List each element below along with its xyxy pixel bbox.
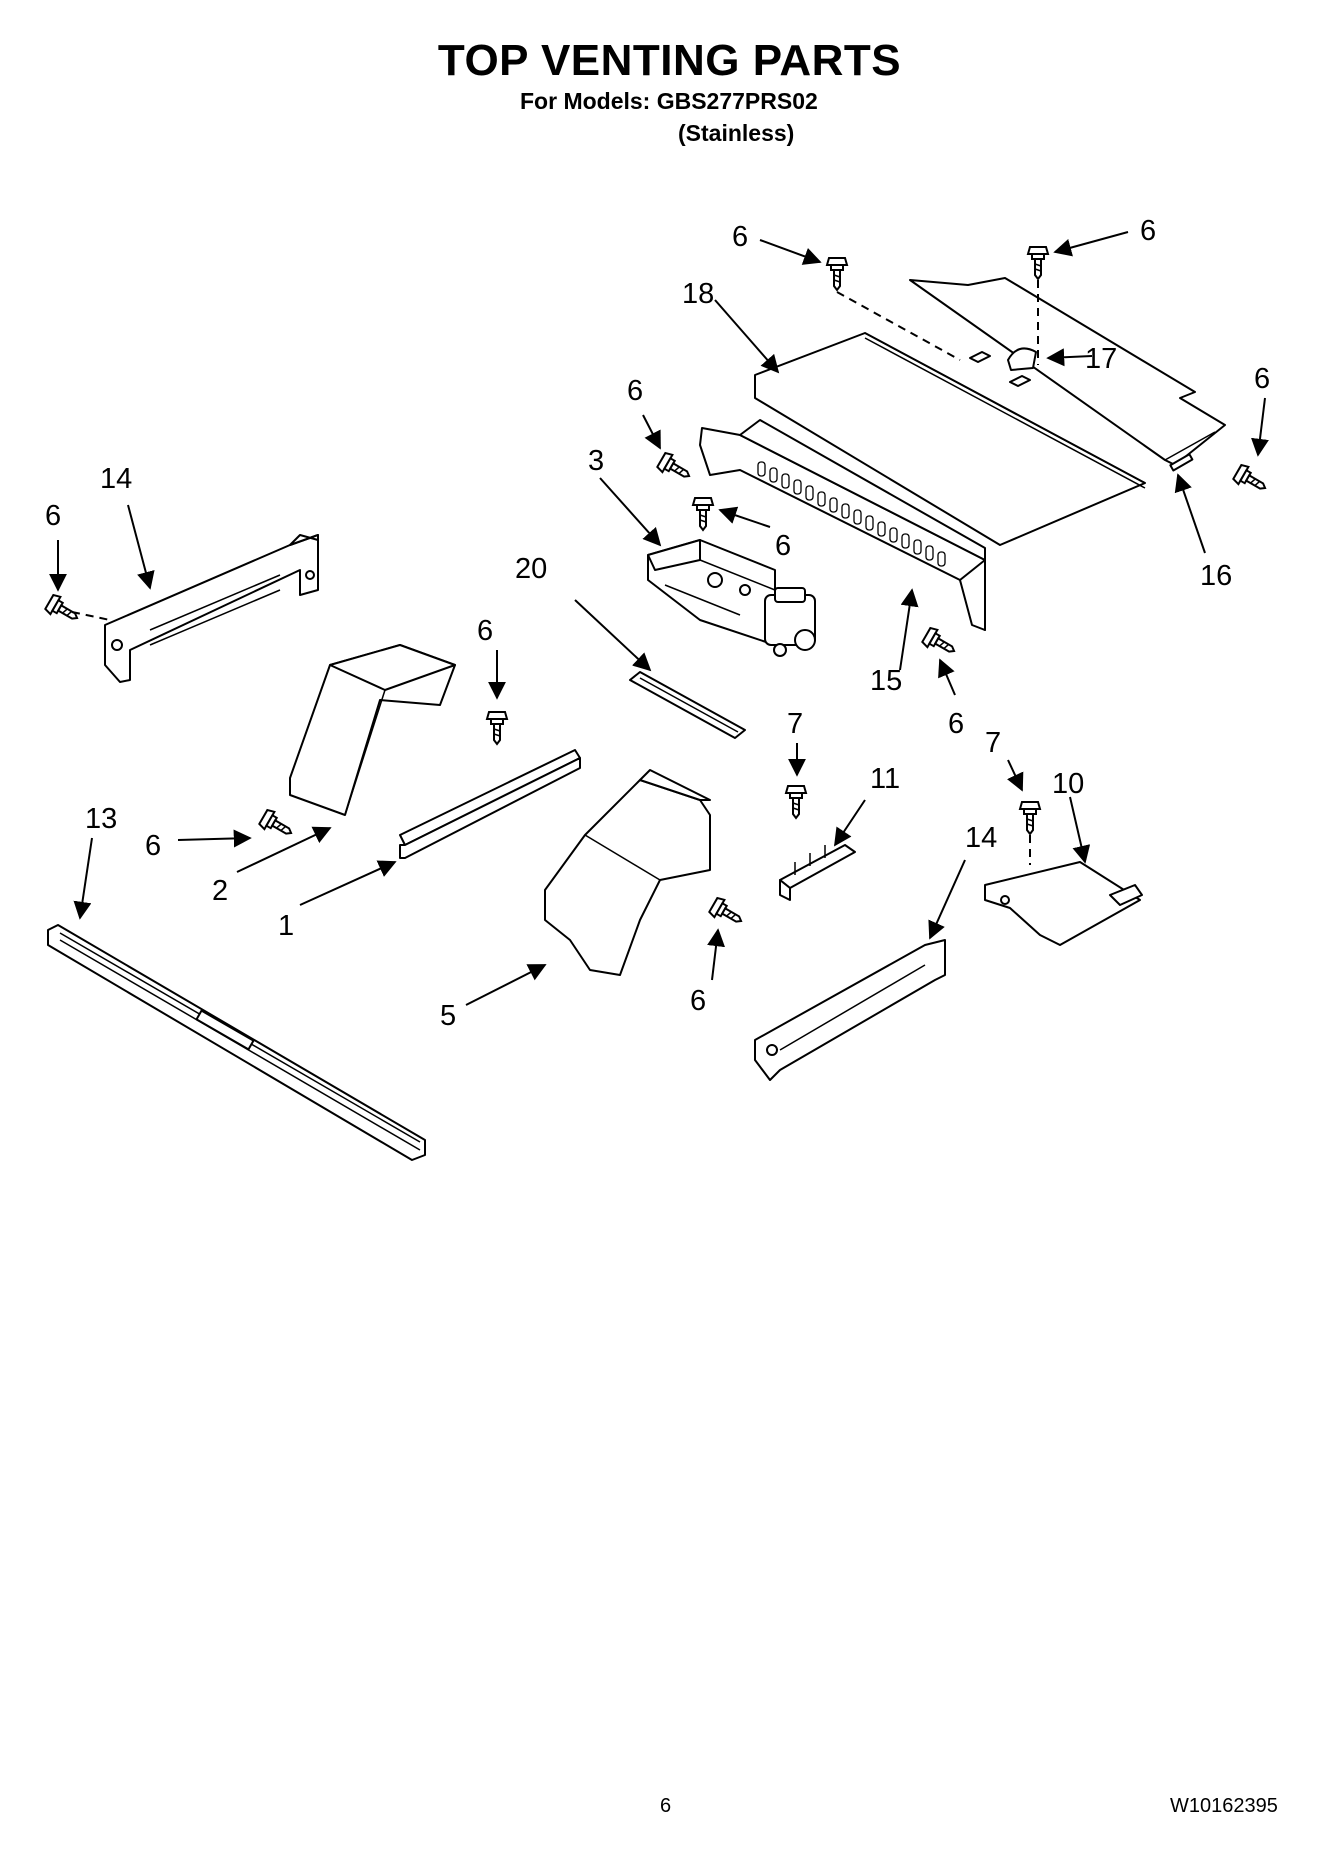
baffle-2 — [289, 644, 456, 816]
callout-6: 6 — [145, 830, 161, 862]
model-variant: (Stainless) — [678, 120, 795, 146]
air-deflector-5 — [544, 769, 711, 976]
callout-5: 5 — [440, 1000, 456, 1032]
callout-17: 17 — [1085, 343, 1117, 375]
leader-arrows — [49, 231, 1269, 1006]
page-title: TOP VENTING PARTS — [437, 36, 902, 85]
callout-6: 6 — [477, 615, 493, 647]
front-trim-13 — [47, 924, 426, 1161]
screw-6-g — [486, 711, 508, 745]
callout-6: 6 — [627, 375, 643, 407]
vent-cover-18 — [754, 332, 1146, 546]
callout-6: 6 — [732, 221, 748, 253]
model-subtitle: For Models: GBS277PRS02 — [520, 88, 818, 114]
callout-6: 6 — [45, 500, 61, 532]
side-bracket-14-left — [104, 534, 319, 683]
callout-7: 7 — [787, 708, 803, 740]
callout-6: 6 — [690, 985, 706, 1017]
callout-6: 6 — [1140, 215, 1156, 247]
screw-6-a — [826, 257, 848, 291]
screw-6-b — [1027, 246, 1049, 280]
rear-vent-panel-16 — [909, 277, 1226, 472]
callout-6: 6 — [948, 708, 964, 740]
callout-18: 18 — [682, 278, 714, 310]
callout-6: 6 — [1254, 363, 1270, 395]
screw-6-j — [707, 895, 748, 931]
callout-10: 10 — [1052, 768, 1084, 800]
callout-7: 7 — [985, 727, 1001, 759]
callout-labels: 6 6 6 18 17 16 6 3 6 6 14 20 6 15 6 7 11… — [45, 215, 1270, 1032]
callout-16: 16 — [1200, 560, 1232, 592]
callout-1: 1 — [278, 910, 294, 942]
vent-duct-15 — [699, 419, 986, 631]
callout-13: 13 — [85, 803, 117, 835]
screw-6-e — [692, 497, 714, 531]
screw-6-d — [655, 450, 696, 486]
channel-1 — [399, 749, 581, 859]
screw-6-h — [257, 807, 298, 843]
side-bracket-14-right — [754, 939, 946, 1081]
screw-6-i — [920, 625, 961, 661]
document-number: W10162395 — [1170, 1795, 1278, 1817]
assembly-dash-lines — [71, 280, 1039, 865]
callout-20: 20 — [515, 553, 547, 585]
bracket-plate-10 — [984, 861, 1143, 946]
screw-6-f — [43, 592, 84, 628]
callout-14: 14 — [965, 822, 997, 854]
screw-7-b — [1019, 801, 1041, 835]
clip-17 — [1007, 347, 1037, 371]
page-number: 6 — [660, 1795, 672, 1817]
callout-2: 2 — [212, 875, 228, 907]
screw-7-a — [785, 785, 807, 819]
callout-15: 15 — [870, 665, 902, 697]
screw-6-c — [1231, 462, 1272, 498]
vent-motor-assembly-3 — [647, 539, 816, 657]
gasket-strip-20 — [629, 671, 746, 739]
callout-14: 14 — [100, 463, 132, 495]
callout-11: 11 — [870, 763, 900, 795]
callout-3: 3 — [588, 445, 604, 477]
callout-6: 6 — [775, 530, 791, 562]
terminal-block-11 — [779, 844, 856, 901]
